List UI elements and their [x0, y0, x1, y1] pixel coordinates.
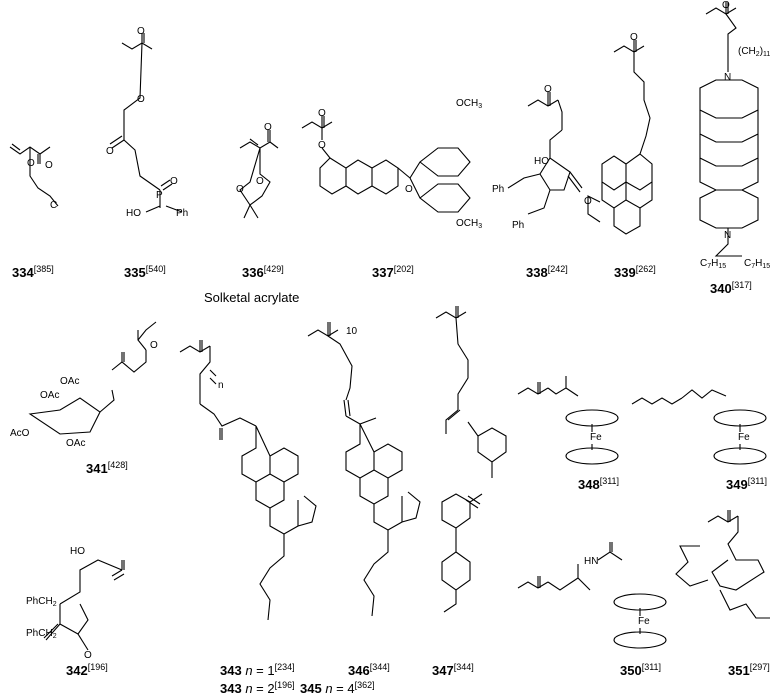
compound-label-342: 342[196] [66, 662, 108, 678]
atom-label: OAc [60, 376, 80, 387]
atom-label: OCH3 [456, 98, 483, 110]
atom-label: O [106, 146, 114, 157]
atom-label: Ph [492, 184, 505, 195]
structure-347 [435, 306, 507, 613]
atom-label: HO [126, 208, 141, 219]
compound-label-340: 340[317] [710, 280, 752, 296]
compound-label-351: 351[297] [728, 662, 770, 678]
atom-label: C [50, 200, 58, 211]
structure-335 [109, 33, 183, 213]
atom-label: N [724, 72, 732, 83]
structure-341 [28, 321, 157, 435]
atom-label: O [84, 650, 92, 661]
atom-label: 10 [346, 326, 358, 337]
atom-label: O [630, 32, 638, 43]
compound-label-347: 347[344] [432, 662, 474, 678]
atom-label: Ph [512, 220, 525, 231]
compound-label-335: 335[540] [124, 264, 166, 280]
compound-label-343-n2: 343 n = 2[196] [220, 680, 295, 696]
compound-label-350: 350[311] [620, 662, 662, 678]
atom-label: HO [70, 546, 85, 557]
atom-label: O [137, 26, 145, 37]
atom-label: O [150, 340, 158, 351]
atom-label: N [724, 230, 732, 241]
atom-label: O [318, 140, 326, 151]
atom-label: HN [584, 556, 599, 567]
structure-337 [301, 116, 471, 213]
atom-label: O [27, 158, 35, 169]
atom-label: n [218, 380, 224, 391]
atom-label: OAc [66, 438, 86, 449]
compound-label-346: 346[344] [348, 662, 390, 678]
atom-label: C7H15 [744, 258, 771, 270]
structure-343 [179, 340, 317, 621]
structure-351 [675, 510, 770, 619]
atom-label: AcO [10, 428, 30, 439]
atom-label: (CH2)11 [738, 46, 771, 58]
structure-348 [517, 376, 619, 465]
atom-label: O [256, 176, 264, 187]
structure-339 [587, 40, 653, 235]
atom-label: OAc [40, 390, 60, 401]
atom-label: Fe [590, 432, 602, 443]
compound-label-341: 341[428] [86, 460, 128, 476]
atom-label: Fe [638, 616, 650, 627]
compound-label-334: 334[385] [12, 264, 54, 280]
atom-label: P [156, 190, 163, 201]
atom-label: C7H15 [700, 258, 727, 270]
atom-label: O [45, 160, 53, 171]
structure-349 [631, 389, 767, 465]
atom-label: HO [534, 156, 549, 167]
atom-label: PhCH2 [26, 628, 57, 640]
structure-334 [9, 143, 59, 207]
structure-342 [43, 559, 125, 651]
atom-label: O [318, 108, 326, 119]
atom-label: OCH3 [456, 218, 483, 230]
structure-340 [699, 2, 759, 257]
compound-label-339: 339[262] [614, 264, 656, 280]
structure-346 [307, 322, 421, 617]
atom-label: O [722, 0, 730, 11]
compound-label-336: 336[429] [242, 264, 284, 280]
atom-label: O [137, 94, 145, 105]
atom-label: O [405, 184, 413, 195]
atom-label: O [264, 122, 272, 133]
structure-338 [507, 92, 583, 215]
compound-label-338: 338[242] [526, 264, 568, 280]
caption-336: Solketal acrylate [204, 290, 300, 305]
compound-label-337: 337[202] [372, 264, 414, 280]
atom-label: O [236, 184, 244, 195]
atom-label: PhCH2 [26, 596, 57, 608]
structure-336 [239, 130, 279, 219]
compound-label-343-n1: 343 n = 1[234] [220, 662, 295, 678]
atom-label: O [170, 176, 178, 187]
atom-label: Ph [176, 208, 189, 219]
compound-label-348: 348[311] [578, 476, 620, 492]
compound-label-349: 349[311] [726, 476, 768, 492]
atom-label: O [544, 84, 552, 95]
compound-label-345-n4: 345 n = 4[362] [300, 680, 375, 696]
structure-350 [517, 542, 667, 649]
atom-label: O [584, 196, 592, 207]
atom-label: Fe [738, 432, 750, 443]
